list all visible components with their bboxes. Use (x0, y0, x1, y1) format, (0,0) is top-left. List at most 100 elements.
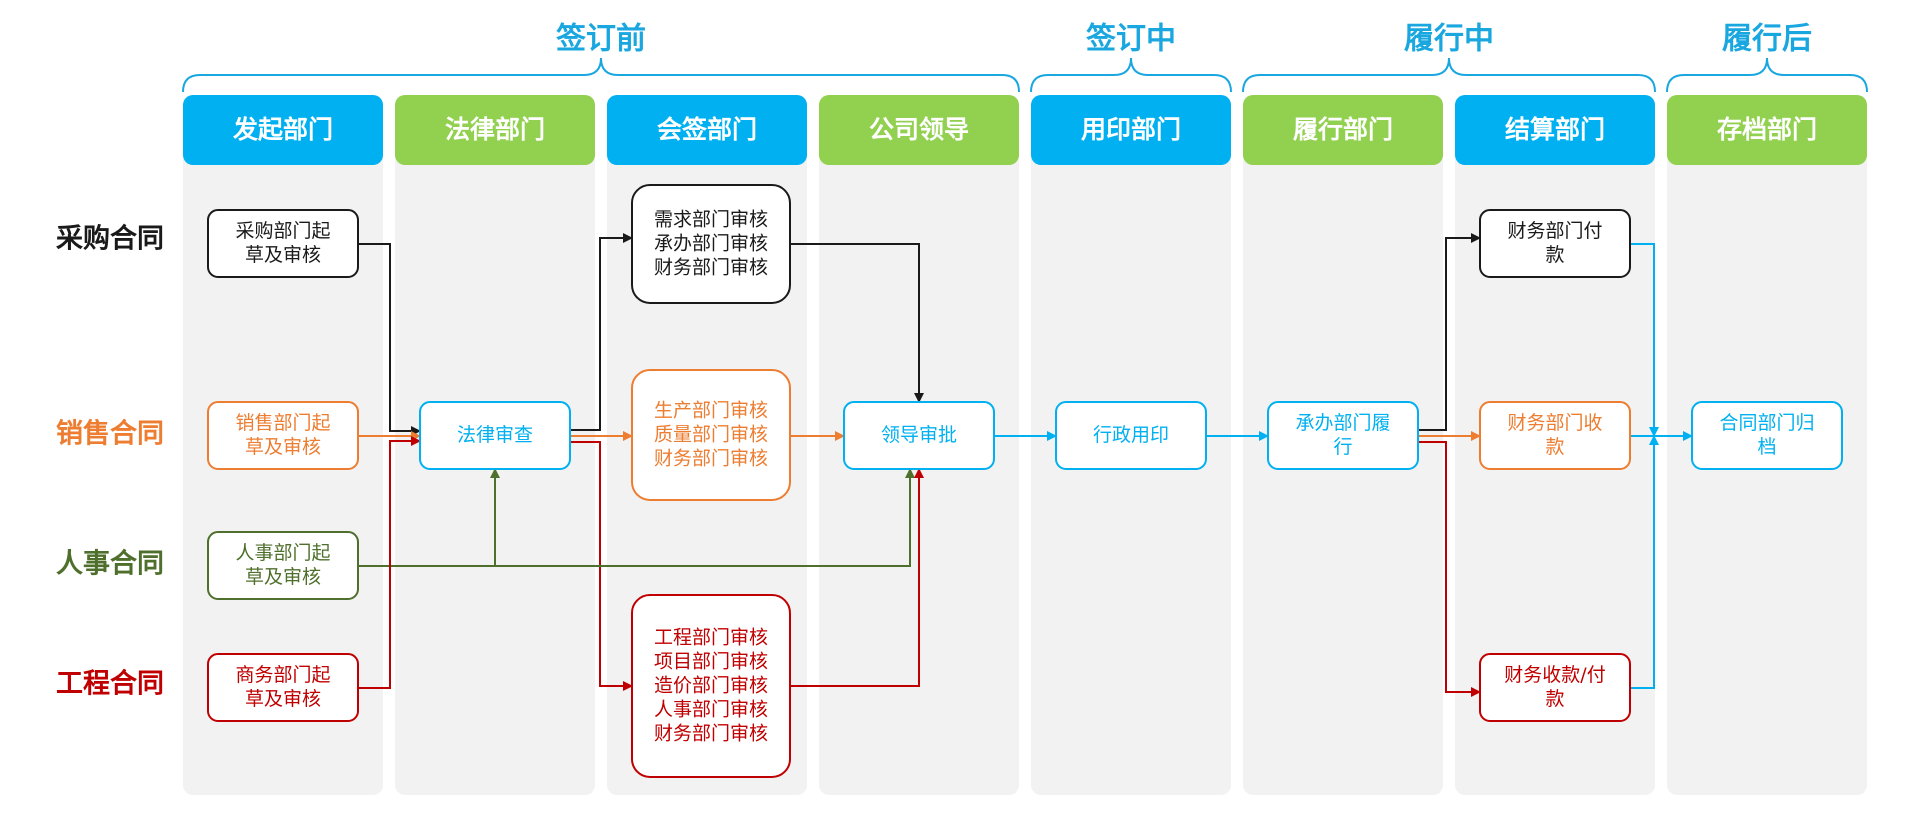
department-label: 结算部门 (1505, 115, 1605, 144)
department-header-bg (1031, 95, 1231, 165)
node-text-line: 法律审查 (457, 424, 533, 446)
phase-label: 签订前 (556, 22, 646, 57)
node-text-line: 草及审核 (245, 688, 321, 710)
node-text-line: 人事部门起 (235, 542, 330, 564)
department-label: 会签部门 (657, 115, 757, 144)
node-text-line: 合同部门归 (1719, 412, 1814, 434)
department-header-bg (1243, 95, 1443, 165)
node-text-line: 质量部门审核 (654, 424, 768, 446)
phase-brace (1030, 57, 1232, 93)
node-box (1691, 401, 1843, 470)
phase-brace (1242, 57, 1656, 93)
node-text-line: 款 (1545, 688, 1564, 710)
node-text-line: 销售部门起 (235, 412, 330, 434)
edge-purchase-to-legal (358, 243, 421, 436)
node-text-line: 承办部门审核 (654, 233, 768, 255)
phase-label: 签订中 (1086, 22, 1176, 57)
edge-business-to-legal (358, 436, 421, 689)
department-header-bg (1667, 95, 1867, 165)
node-box (207, 401, 359, 470)
phase-group-4: 履行后 (1666, 22, 1868, 93)
edge-legal-to-eng-cosign (570, 441, 633, 691)
edge-perform-to-pay (1418, 233, 1481, 431)
phase-group-2: 签订中 (1030, 22, 1232, 93)
phase-brace (1666, 57, 1868, 93)
node-box (1055, 401, 1207, 470)
node-text-line: 草及审核 (245, 436, 321, 458)
lane-8 (1667, 150, 1867, 795)
lane-5 (1031, 150, 1231, 795)
edge-receive-pay-to-archive (1630, 435, 1659, 689)
department-header-8: 存档部门 (1667, 95, 1867, 165)
node-box (207, 209, 359, 278)
department-header-bg (1455, 95, 1655, 165)
node-box (1479, 209, 1631, 278)
node-text-line: 领导审批 (881, 424, 957, 446)
department-label: 公司领导 (869, 115, 969, 144)
node-text-line: 草及审核 (245, 244, 321, 266)
node-box (1267, 401, 1419, 470)
edge-eng-cosign-to-leader (790, 468, 924, 687)
node-text-line: 承办部门履 (1295, 412, 1390, 434)
node-finance-receive-pay: 财务收款/付款 (1479, 653, 1631, 722)
edge-legal-to-purchase-cosign (570, 233, 633, 431)
row-label-1: 采购合同 (56, 223, 164, 255)
department-header-3: 会签部门 (607, 95, 807, 165)
department-label: 履行部门 (1293, 115, 1393, 144)
node-text-line: 生产部门审核 (654, 400, 768, 422)
node-text-line: 采购部门起 (235, 220, 330, 242)
node-text-line: 行 (1333, 436, 1352, 458)
node-text-line: 需求部门审核 (654, 209, 768, 231)
node-text-line: 行政用印 (1093, 424, 1169, 446)
node-admin-seal: 行政用印 (1055, 401, 1207, 470)
node-box (1479, 401, 1631, 470)
node-box (631, 369, 791, 501)
node-text-line: 财务部门审核 (654, 257, 768, 279)
department-header-bg (607, 95, 807, 165)
department-header-6: 履行部门 (1243, 95, 1443, 165)
node-text-line: 人事部门审核 (654, 699, 768, 721)
node-box (207, 531, 359, 600)
phase-group-3: 履行中 (1242, 22, 1656, 93)
phase-brace (182, 57, 1020, 93)
node-text-line: 档 (1757, 436, 1776, 458)
row-label-3: 人事合同 (56, 548, 164, 580)
edge-pay-to-archive (1630, 243, 1659, 437)
node-box (631, 184, 791, 304)
node-box (207, 653, 359, 722)
department-label: 用印部门 (1081, 115, 1181, 144)
node-box (1479, 653, 1631, 722)
department-header-bg (183, 95, 383, 165)
department-label: 发起部门 (232, 115, 333, 144)
edge-hr-to-leader (494, 468, 915, 567)
node-text-line: 财务收款/付 (1504, 664, 1605, 686)
lane-7 (1455, 150, 1655, 795)
department-label: 存档部门 (1717, 115, 1817, 144)
department-header-5: 用印部门 (1031, 95, 1231, 165)
phase-label: 履行中 (1404, 22, 1494, 57)
node-text-line: 工程部门审核 (654, 627, 768, 649)
lane-1 (183, 150, 383, 795)
department-header-4: 公司领导 (819, 95, 1019, 165)
department-header-2: 法律部门 (395, 95, 595, 165)
node-text-line: 造价部门审核 (654, 675, 768, 697)
department-header-bg (819, 95, 1019, 165)
node-text-line: 款 (1545, 244, 1564, 266)
node-text-line: 商务部门起 (235, 664, 330, 686)
node-box (631, 594, 791, 778)
row-label-2: 销售合同 (56, 418, 164, 450)
node-text-line: 款 (1545, 436, 1564, 458)
node-text-line: 财务部门审核 (654, 723, 768, 745)
node-text-line: 项目部门审核 (654, 651, 768, 673)
phase-group-1: 签订前 (182, 22, 1020, 93)
node-text-line: 草及审核 (245, 566, 321, 588)
department-header-7: 结算部门 (1455, 95, 1655, 165)
